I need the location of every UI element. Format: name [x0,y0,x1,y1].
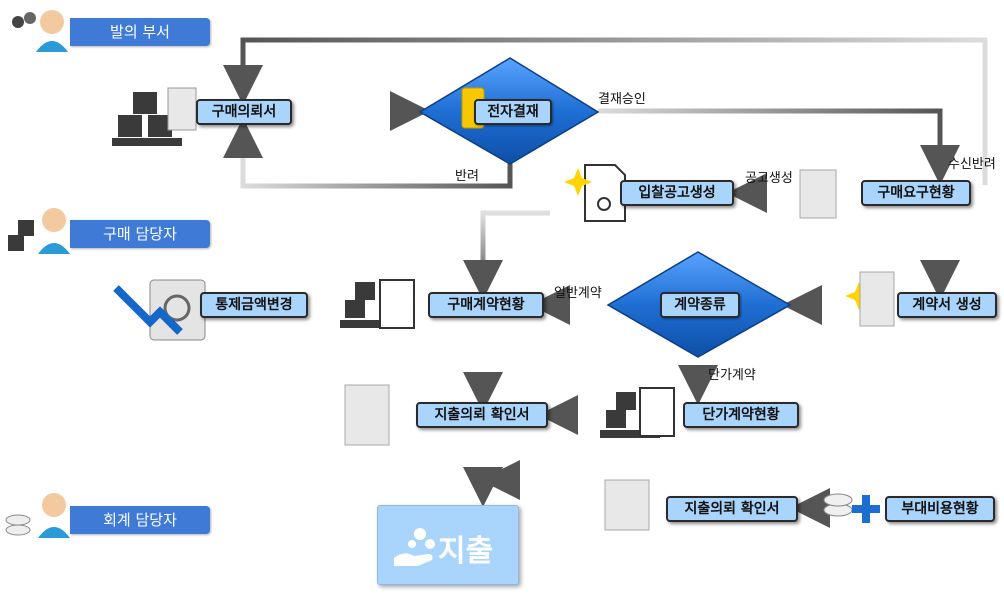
node-e-approval[interactable]: 전자결재 [474,99,552,125]
node-unit-contract-status[interactable]: 단가계약현황 [683,402,799,428]
node-expenditure[interactable]: 지출 [377,505,519,585]
node-purchase-contract-status[interactable]: 구매계약현황 [428,292,544,318]
trend-arrow-icon [113,285,183,335]
expenditure-label: 지출 [438,534,494,569]
node-expense-confirm-2[interactable]: 지출의뢰 확인서 [666,496,798,522]
coin-stack-icon [823,493,880,523]
node-purchase-request[interactable]: 구매의뢰서 [196,99,292,125]
document-icon [167,87,197,131]
node-request-status[interactable]: 구매요구현황 [861,180,971,206]
edge-reject [223,118,513,189]
hand-coin-icon [394,528,435,566]
edge-approve [598,108,960,185]
label-receive-reject: 수신반려 [948,157,996,172]
node-incidental-cost-status[interactable]: 부대비용현황 [885,496,995,522]
box-stack-icon [112,92,182,146]
document-icon [799,169,837,219]
role-requester: 발의 부서 [70,18,210,46]
node-contract-type[interactable]: 계약종류 [660,292,740,318]
document-icon [604,479,650,531]
node-contract-create[interactable]: 계약서 생성 [897,292,997,318]
clipboard-stack-icon [340,279,415,329]
document-icon [344,384,390,446]
document-icon [859,271,895,327]
label-general-contract: 일반계약 [554,286,602,301]
accountant-avatar-icon [5,493,70,538]
role-accountant: 회계 담당자 [70,506,210,534]
node-bid-notice[interactable]: 입찰공고생성 [620,180,734,206]
node-control-amount-change[interactable]: 통제금액변경 [200,292,308,318]
purchaser-avatar-icon [8,208,70,254]
label-notice-create: 공고생성 [745,171,793,186]
role-purchaser: 구매 담당자 [70,220,210,248]
edge-top-loop [223,37,988,185]
label-approve: 결재승인 [598,92,646,107]
people-icon [12,10,68,52]
sparkle-icon [845,282,873,310]
clipboard-stack-icon [600,387,675,438]
node-expense-confirm[interactable]: 지출의뢰 확인서 [416,402,548,428]
sparkle-icon [564,168,592,196]
safe-icon [149,279,206,341]
certificate-icon [584,164,626,222]
edge-notice-contract [463,210,550,300]
label-unit-contract: 단가계약 [708,368,756,383]
label-reject: 반려 [455,169,479,184]
